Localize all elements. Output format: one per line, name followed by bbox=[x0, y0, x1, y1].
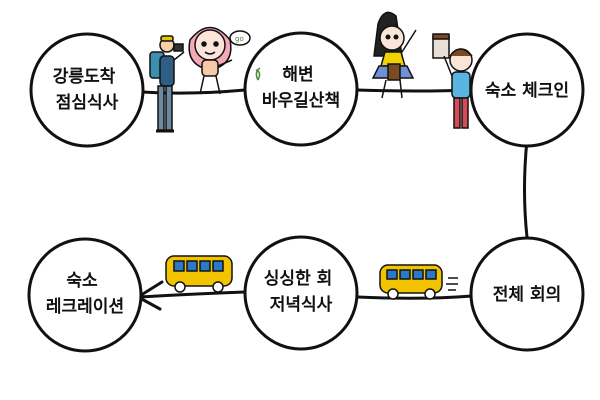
edge-n1-n2 bbox=[140, 88, 247, 95]
girl-sprout-icon: go bbox=[188, 26, 261, 95]
node-n6: 숙소 레크레이션 bbox=[27, 237, 143, 353]
girl-coffee-icon bbox=[371, 11, 417, 99]
bus-moving-icon bbox=[379, 264, 458, 300]
svg-text:강릉도착 점심식사: 강릉도착 점심식사 bbox=[53, 67, 121, 113]
svg-text:go: go bbox=[235, 35, 244, 43]
node-n5: 싱싱한 회 저녁식사 bbox=[243, 235, 359, 351]
node-n3-line1: 숙소 체크인 bbox=[485, 81, 569, 101]
svg-text:해변 바우길산책: 해변 바우길산책 bbox=[262, 65, 340, 111]
node-n5-line1: 싱싱한 회 bbox=[264, 269, 332, 289]
svg-text:싱싱한 회 저녁식사: 싱싱한 회 저녁식사 bbox=[264, 269, 338, 315]
svg-text:숙소 레크레이션: 숙소 레크레이션 bbox=[46, 271, 124, 317]
svg-text:숙소 체크인: 숙소 체크인 bbox=[485, 81, 569, 101]
photographer-icon bbox=[149, 35, 185, 133]
node-n2-line1: 해변 bbox=[282, 65, 313, 85]
node-n6-line1: 숙소 bbox=[66, 271, 98, 291]
edge-n5-n6 bbox=[138, 290, 247, 299]
node-n1: 강릉도착 점심식사 bbox=[29, 32, 145, 148]
node-n4: 전체 회의 bbox=[469, 236, 585, 352]
boy-coffee-icon bbox=[432, 33, 473, 129]
bus-icon bbox=[165, 255, 233, 293]
node-n6-line2: 레크레이션 bbox=[46, 297, 124, 317]
svg-text:전체 회의: 전체 회의 bbox=[493, 285, 561, 305]
node-n2-line2: 바우길산책 bbox=[262, 91, 340, 111]
node-n1-line1: 강릉도착 bbox=[53, 67, 116, 87]
node-n3: 숙소 체크인 bbox=[469, 32, 585, 148]
node-n2: 해변 바우길산책 bbox=[243, 31, 359, 147]
edge-n3-n4 bbox=[523, 138, 529, 239]
edge-n4-n5 bbox=[356, 294, 474, 300]
node-n5-line2: 저녁식사 bbox=[270, 295, 333, 315]
node-n4-line1: 전체 회의 bbox=[493, 285, 561, 305]
node-n1-line2: 점심식사 bbox=[56, 93, 119, 113]
